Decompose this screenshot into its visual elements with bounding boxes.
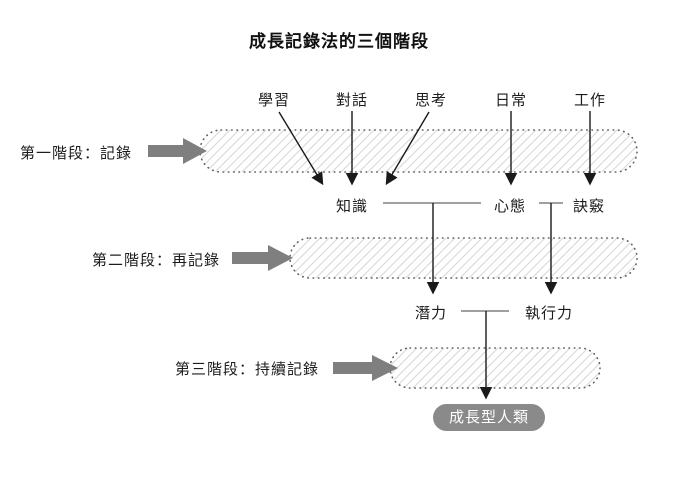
stage3-block-arrow-icon: [333, 355, 398, 381]
node-knack: 訣竅: [572, 198, 605, 215]
hatched-track-stage3: [389, 347, 601, 389]
top-label-thinking: 思考: [414, 92, 447, 109]
node-potential: 潛力: [414, 305, 447, 322]
flow-arrow-thinking-icon: [385, 111, 430, 186]
node-execution: 執行力: [524, 305, 573, 322]
node-knowledge: 知識: [335, 198, 368, 215]
node-mindset: 心態: [493, 198, 526, 215]
top-label-daily: 日常: [494, 92, 527, 109]
hatched-track-stage1: [199, 129, 638, 173]
stage1-label: 第一階段：記錄: [20, 145, 133, 162]
stage2-block-arrow-icon: [232, 245, 293, 271]
diagram-title: 成長記錄法的三個階段: [249, 32, 429, 51]
top-label-learning: 學習: [257, 92, 290, 109]
stage2-label: 第二階段：再記錄: [92, 252, 221, 269]
result-badge: 成長型人類: [433, 404, 545, 431]
stage1-block-arrow-icon: [148, 138, 207, 164]
hatched-track-stage2: [289, 237, 638, 279]
flow-arrow-learning-icon: [278, 111, 324, 186]
top-label-dialogue: 對話: [335, 92, 368, 109]
top-label-work: 工作: [573, 92, 606, 109]
stage3-label: 第三階段：持續記錄: [175, 361, 320, 378]
